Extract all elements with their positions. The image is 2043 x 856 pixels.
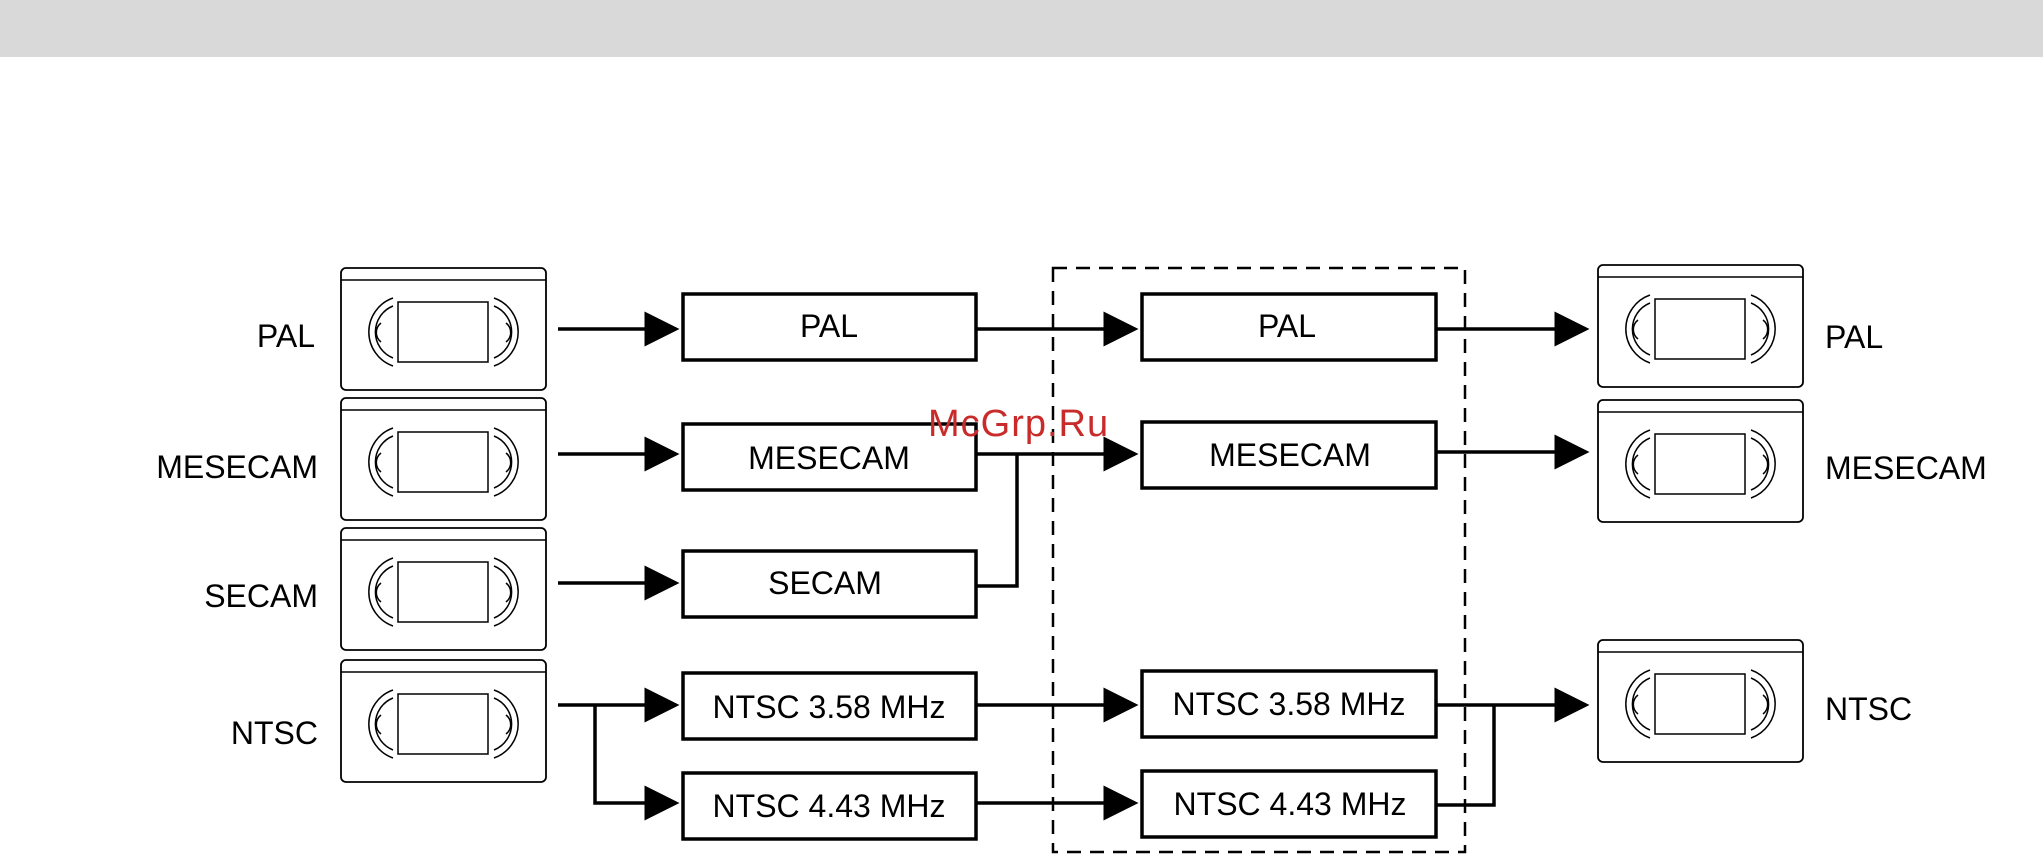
- input-cassette-ntsc-icon: [341, 660, 546, 782]
- arrow-input-ntsc443: [595, 705, 676, 803]
- output-system-label-pal: PAL: [1825, 319, 1883, 355]
- input-label-secam: SECAM: [204, 578, 318, 614]
- source-label-mesecam: MESECAM: [748, 440, 910, 476]
- input-cassette-mesecam-icon: [341, 398, 546, 520]
- output-label-ntsc358: NTSC 3.58 MHz: [1173, 686, 1406, 722]
- watermark: McGrp.Ru: [928, 403, 1109, 446]
- output-label-ntsc443: NTSC 4.43 MHz: [1174, 786, 1407, 822]
- output-cassette-ntsc-icon: [1598, 640, 1803, 762]
- source-label-secam: SECAM: [768, 565, 882, 601]
- output-cassette-mesecam-icon: [1598, 400, 1803, 522]
- output-label-pal: PAL: [1258, 308, 1316, 344]
- input-cassette-secam-icon: [341, 528, 546, 650]
- output-cassette-pal-icon: [1598, 265, 1803, 387]
- input-label-ntsc: NTSC: [231, 715, 318, 751]
- input-cassette-pal-icon: [341, 268, 546, 390]
- output-system-label-ntsc: NTSC: [1825, 691, 1912, 727]
- source-label-pal: PAL: [800, 308, 858, 344]
- input-label-mesecam: MESECAM: [156, 449, 318, 485]
- source-label-ntsc358: NTSC 3.58 MHz: [713, 689, 946, 725]
- output-label-mesecam: MESECAM: [1209, 437, 1371, 473]
- link-secam-to-mesecam: [976, 454, 1017, 586]
- input-label-pal: PAL: [257, 318, 315, 354]
- source-label-ntsc443: NTSC 4.43 MHz: [713, 788, 946, 824]
- output-system-label-mesecam: MESECAM: [1825, 450, 1987, 486]
